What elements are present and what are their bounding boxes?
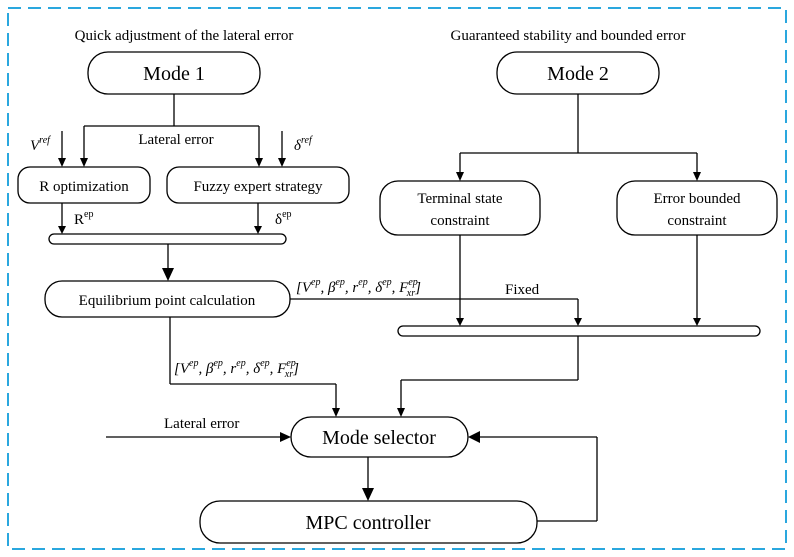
delta-ep-arrow — [254, 226, 262, 234]
arrow-to-fuzzy — [255, 158, 263, 167]
mode1-label: Mode 1 — [143, 63, 205, 85]
lateral-error-input-arrow — [280, 432, 291, 442]
mode-selector-label: Mode selector — [322, 427, 436, 449]
arrow-to-equilibrium — [162, 268, 174, 281]
bounded-constraint-line2: constraint — [667, 213, 727, 229]
delta-ep-label: δep — [275, 209, 292, 228]
fuzzy-strategy-label: Fuzzy expert strategy — [193, 179, 323, 195]
feedback-arrow — [468, 431, 480, 443]
bounded-out-arrow — [693, 318, 701, 326]
fixed-arrow — [574, 318, 582, 326]
right-merge-bar — [397, 325, 761, 337]
arrow-to-bounded — [693, 172, 701, 181]
arrow-to-r-opt — [80, 158, 88, 167]
selector-to-mpc-arrow — [362, 488, 374, 501]
r-ep-label: Rep — [74, 209, 93, 228]
mpc-controller-node — [199, 500, 538, 544]
arrow-to-terminal — [456, 172, 464, 181]
r-optimization-node — [17, 166, 151, 204]
delta-ref-label: δref — [294, 135, 313, 154]
vref-label: Vref — [30, 135, 51, 154]
lateral-error-input-label: Lateral error — [164, 416, 239, 432]
bounded-constraint-line1: Error bounded — [653, 191, 741, 207]
dashed-border — [7, 7, 787, 550]
fixed-label: Fixed — [505, 282, 540, 298]
terminal-out-arrow — [456, 318, 464, 326]
lateral-error-top-label: Lateral error — [138, 132, 213, 148]
equilibrium-label: Equilibrium point calculation — [79, 293, 256, 309]
terminal-constraint-line1: Terminal state — [417, 191, 503, 207]
r-optimization-label: R optimization — [39, 179, 129, 195]
selector-right-arrow — [397, 408, 405, 417]
heading-left: Quick adjustment of the lateral error — [75, 28, 294, 44]
r-ep-arrow — [58, 226, 66, 234]
mpc-controller-label: MPC controller — [306, 512, 431, 534]
delta-ref-arrow — [278, 158, 286, 167]
heading-right: Guaranteed stability and bounded error — [451, 28, 686, 44]
left-merge-bar — [48, 233, 287, 245]
vref-arrow — [58, 158, 66, 167]
terminal-constraint-line2: constraint — [430, 213, 490, 229]
selector-left-arrow — [332, 408, 340, 417]
mode2-label: Mode 2 — [547, 63, 609, 85]
